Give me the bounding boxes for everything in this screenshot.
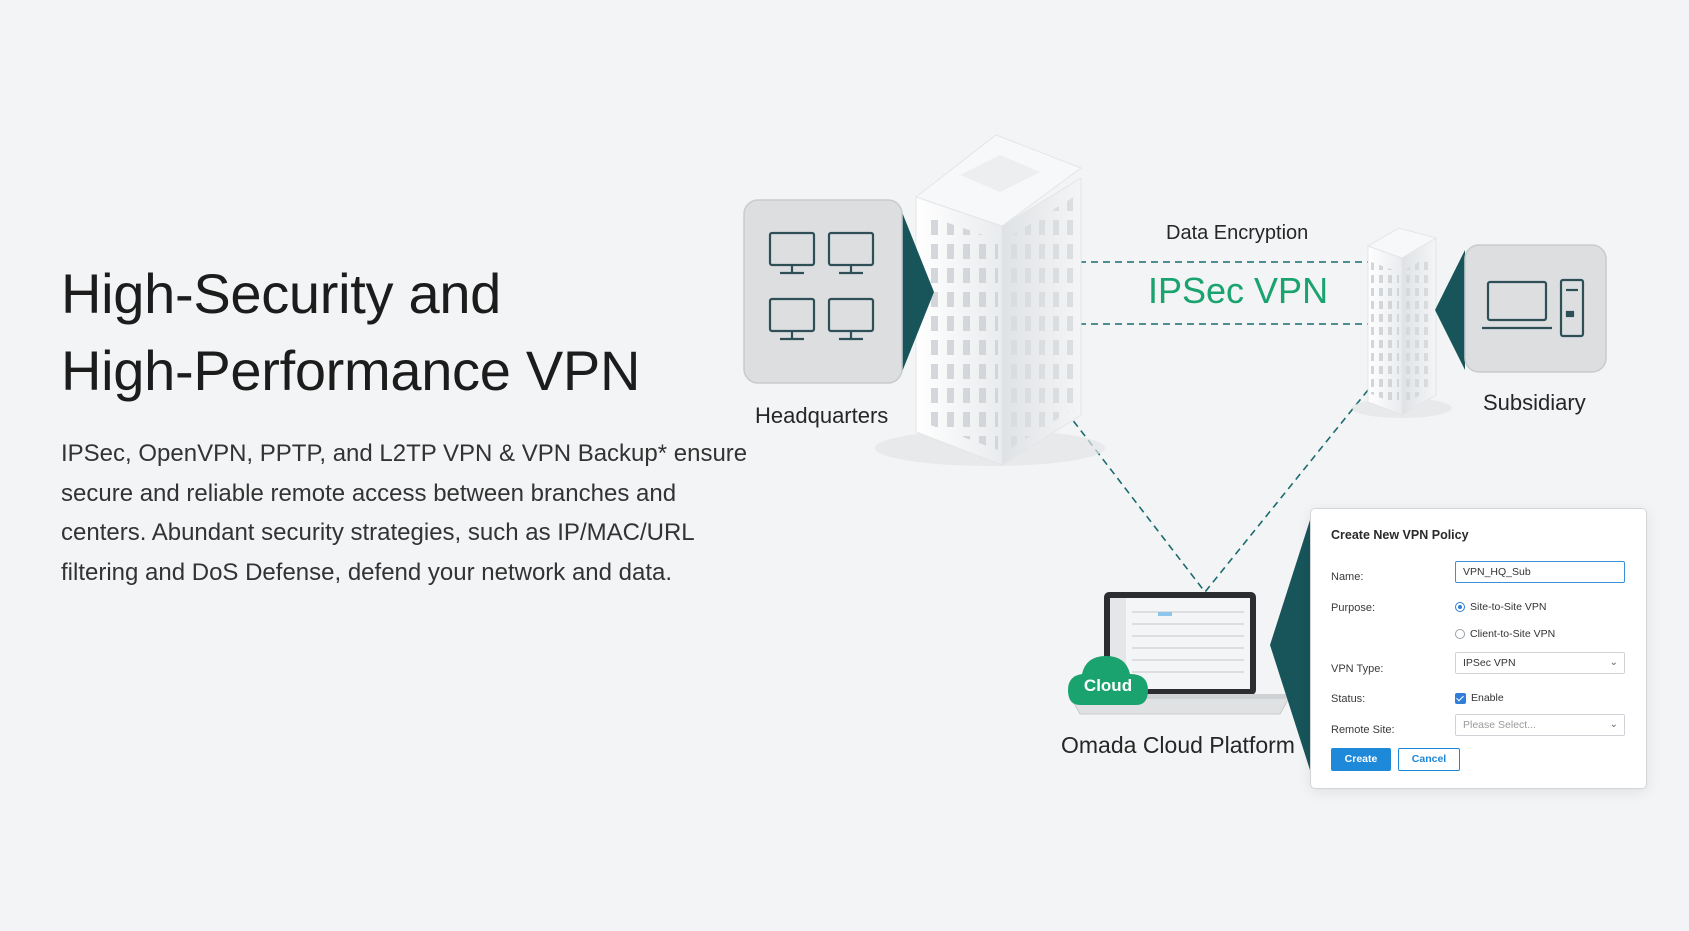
page-headline: High-Security and High-Performance VPN — [61, 255, 761, 409]
enable-label: Enable — [1471, 692, 1504, 704]
purpose-client-to-site-option[interactable]: Client-to-Site VPN — [1455, 628, 1555, 640]
site-to-site-label: Site-to-Site VPN — [1470, 601, 1547, 613]
remote-site-placeholder: Please Select... — [1463, 719, 1536, 731]
vpn-type-value: IPSec VPN — [1463, 657, 1516, 669]
status-label: Status: — [1331, 693, 1366, 705]
laptop-icon — [1486, 280, 1548, 322]
create-vpn-policy-dialog: Create New VPN Policy Name: VPN_HQ_Sub P… — [1310, 508, 1647, 789]
headquarters-label: Headquarters — [755, 403, 889, 428]
subsidiary-computer-panel — [1435, 244, 1607, 373]
purpose-label: Purpose: — [1331, 602, 1376, 614]
cloud-badge-label: Cloud — [1083, 676, 1133, 695]
dialog-title: Create New VPN Policy — [1331, 528, 1469, 542]
subsidiary-to-cloud-line — [1204, 389, 1369, 593]
vpn-type-label: VPN Type: — [1331, 663, 1384, 675]
omada-cloud-platform-label: Omada Cloud Platform — [1061, 732, 1295, 758]
client-to-site-label: Client-to-Site VPN — [1470, 628, 1556, 640]
name-input[interactable]: VPN_HQ_Sub — [1455, 561, 1625, 583]
client-to-site-radio[interactable] — [1455, 629, 1465, 639]
headquarters-building — [875, 134, 1105, 466]
name-input-value: VPN_HQ_Sub — [1463, 566, 1531, 578]
dialog-pointer — [1270, 520, 1310, 770]
cloud-badge — [1068, 656, 1148, 705]
hq-computers-panel — [743, 199, 934, 384]
remote-site-label: Remote Site: — [1331, 724, 1395, 736]
headline-line-1: High-Security and — [61, 262, 502, 325]
cancel-button[interactable]: Cancel — [1398, 748, 1460, 771]
ipsec-vpn-label: IPSec VPN — [1148, 270, 1329, 311]
site-to-site-radio[interactable] — [1455, 602, 1465, 612]
chevron-down-icon: ⌄ — [1609, 719, 1618, 730]
vpn-type-select[interactable]: IPSec VPN ⌄ — [1455, 652, 1625, 674]
subsidiary-building — [1352, 227, 1452, 418]
enable-checkbox[interactable] — [1455, 692, 1466, 704]
name-label: Name: — [1331, 571, 1364, 583]
pc-tower-icon — [1559, 278, 1585, 338]
chevron-down-icon: ⌄ — [1609, 657, 1618, 668]
headline-line-2: High-Performance VPN — [61, 339, 641, 402]
purpose-site-to-site-option[interactable]: Site-to-Site VPN — [1455, 601, 1546, 613]
feature-description: IPSec, OpenVPN, PPTP, and L2TP VPN & VPN… — [61, 440, 748, 586]
status-enable-option[interactable]: Enable — [1455, 692, 1504, 704]
remote-site-select[interactable]: Please Select... ⌄ — [1455, 714, 1625, 736]
subsidiary-label: Subsidiary — [1483, 390, 1586, 415]
data-encryption-label: Data Encryption — [1166, 222, 1309, 244]
create-button[interactable]: Create — [1331, 748, 1391, 771]
